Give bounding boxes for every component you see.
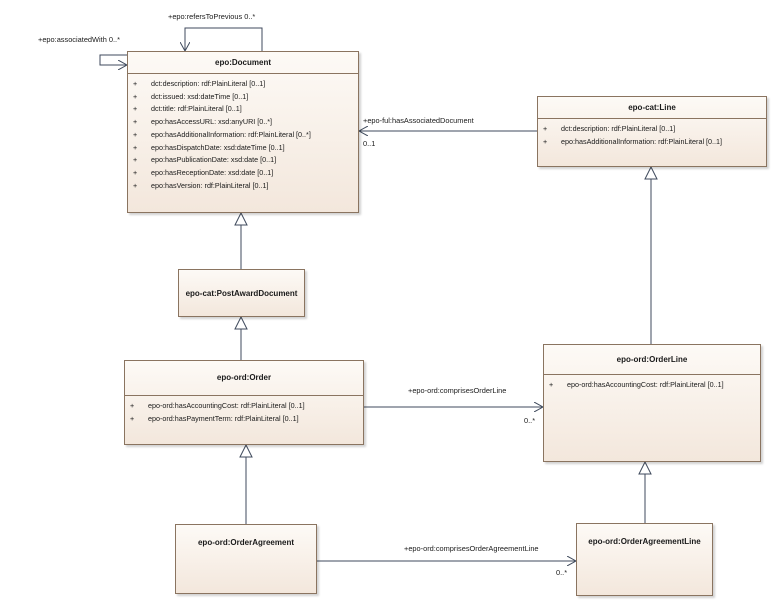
attribute-row: +epo:hasAdditionalInformation: rdf:Plain…	[543, 136, 723, 146]
class-order-line-name: epo-ord:OrderLine	[616, 355, 688, 364]
has-associated-document-label: +epo-ful:hasAssociatedDocument	[363, 116, 474, 125]
assoc-associated-with-line[interactable]	[99, 54, 127, 65]
comprises-order-agreement-line-multiplicity: 0..*	[556, 568, 568, 577]
attribute-row: +dct:issued: xsd:dateTime [0..1]	[133, 91, 249, 101]
comprises-order-line-multiplicity: 0..*	[524, 416, 536, 425]
comprises-order-agreement-line-label: +epo-ord:comprisesOrderAgreementLine	[404, 544, 539, 553]
refers-to-previous-label: +epo:refersToPrevious 0..*	[168, 12, 256, 21]
class-order-agreement-line-name: epo-ord:OrderAgreementLine	[588, 537, 701, 546]
class-order-agreement-name: epo-ord:OrderAgreement	[197, 538, 294, 547]
attribute-row: +dct:description: rdf:PlainLiteral [0..1…	[543, 124, 676, 133]
class-order-line[interactable]: epo-ord:OrderLine +epo-ord:hasAccounting…	[543, 344, 761, 462]
attribute-row: +epo:hasVersion: rdf:PlainLiteral [0..1]	[133, 180, 269, 190]
attribute-row: +dct:title: rdf:PlainLiteral [0..1]	[133, 104, 242, 114]
class-order-name: epo-ord:Order	[216, 373, 272, 382]
has-associated-document-multiplicity: 0..1	[363, 139, 376, 148]
class-document-name: epo:Document	[215, 58, 271, 67]
comprises-order-line-label: +epo-ord:comprisesOrderLine	[408, 386, 507, 395]
attribute-row: +epo-ord:hasPaymentTerm: rdf:PlainLitera…	[130, 413, 299, 423]
class-document-attributes: +dct:description: rdf:PlainLiteral [0..1…	[128, 74, 358, 192]
attribute-row: +epo:hasAdditionalInformation: rdf:Plain…	[133, 129, 311, 139]
class-line-name: epo-cat:Line	[628, 103, 676, 112]
class-line[interactable]: epo-cat:Line +dct:description: rdf:Plain…	[537, 96, 767, 167]
attribute-row: +epo:hasDispatchDate: xsd:dateTime [0..1…	[133, 142, 285, 152]
attribute-row: +epo-ord:hasAccountingCost: rdf:PlainLit…	[549, 380, 724, 389]
class-post-award-document-name: epo-cat:PostAwardDocument	[185, 288, 298, 298]
assoc-refers-to-previous-line[interactable]	[185, 27, 263, 51]
class-order-attributes: +epo-ord:hasAccountingCost: rdf:PlainLit…	[125, 396, 363, 425]
class-order-agreement[interactable]: epo-ord:OrderAgreement	[175, 524, 317, 594]
attribute-row: +epo-ord:hasAccountingCost: rdf:PlainLit…	[130, 401, 305, 410]
class-order-agreement-line[interactable]: epo-ord:OrderAgreementLine	[576, 523, 713, 596]
class-line-attributes: +dct:description: rdf:PlainLiteral [0..1…	[538, 119, 766, 148]
attribute-row: +epo:hasAccessURL: xsd:anyURI [0..*]	[133, 117, 273, 127]
class-order-line-attributes: +epo-ord:hasAccountingCost: rdf:PlainLit…	[544, 375, 760, 392]
class-post-award-document[interactable]: epo-cat:PostAwardDocument	[178, 269, 305, 317]
attribute-row: +epo:hasReceptionDate: xsd:date [0..1]	[133, 167, 274, 177]
attribute-row: +epo:hasPublicationDate: xsd:date [0..1]	[133, 155, 277, 165]
attribute-row: +dct:description: rdf:PlainLiteral [0..1…	[133, 79, 266, 88]
associated-with-label: +epo:associatedWith 0..*	[38, 35, 120, 44]
class-order[interactable]: epo-ord:Order +epo-ord:hasAccountingCost…	[124, 360, 364, 445]
class-document[interactable]: epo:Document +dct:description: rdf:Plain…	[127, 51, 359, 213]
